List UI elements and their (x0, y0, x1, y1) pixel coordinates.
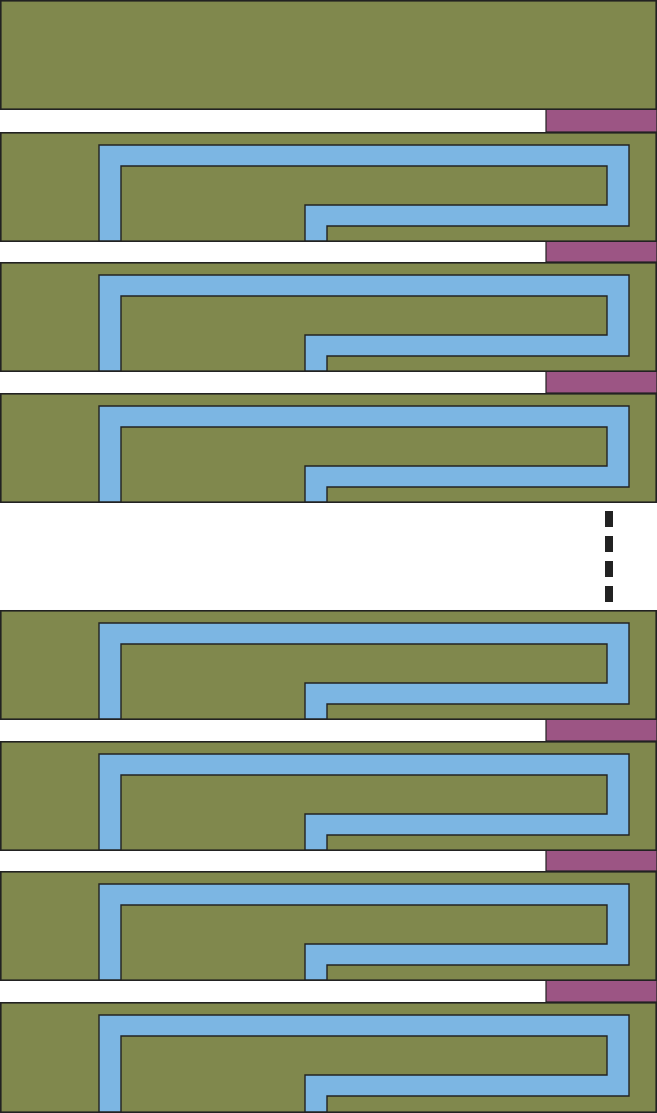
continuation-dash (605, 511, 613, 527)
continuation-dash (605, 536, 613, 552)
serpentine-channel (98, 1014, 630, 1113)
serpentine-channel (98, 753, 630, 851)
contact-pad (545, 979, 657, 1003)
serpentine-channel (98, 274, 630, 372)
contact-pad (545, 370, 657, 394)
contact-pad (545, 718, 657, 742)
contact-pad (545, 849, 657, 872)
layer-block (0, 0, 657, 111)
contact-pad (545, 240, 657, 263)
continuation-dash (605, 586, 613, 602)
serpentine-channel (98, 405, 630, 503)
serpentine-channel (98, 144, 630, 242)
serpentine-channel (98, 622, 630, 720)
continuation-dash (605, 561, 613, 577)
contact-pad (545, 108, 657, 133)
serpentine-channel (98, 883, 630, 981)
